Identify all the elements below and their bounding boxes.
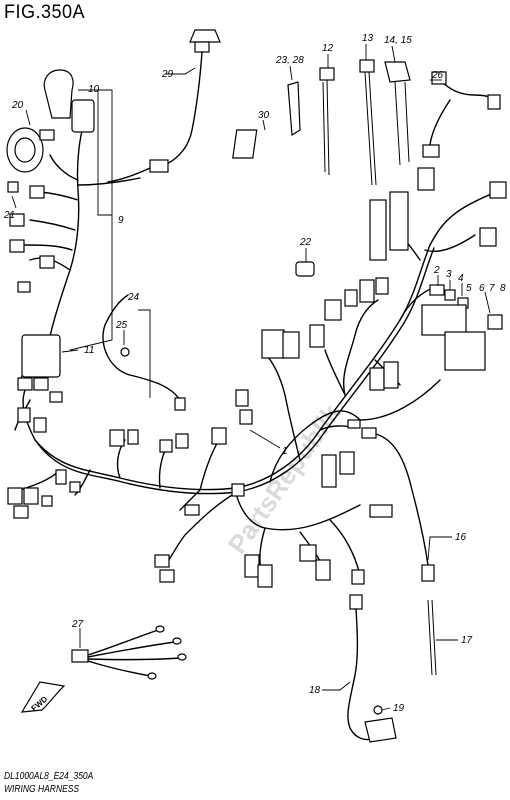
callout-10: 10 [88, 84, 100, 95]
sensor-part-29 [107, 29, 221, 183]
callout-2: 2 [433, 265, 440, 276]
forward-arrow-icon: FWD [20, 681, 66, 713]
callout-4: 4 [458, 273, 464, 284]
lower-connectors [109, 389, 393, 588]
callout-6: 6 [479, 283, 485, 294]
callout-20: 20 [11, 100, 24, 111]
cable-part-16 [361, 427, 435, 582]
sub-harness-part-26 [422, 71, 501, 158]
callout-1: 1 [282, 446, 288, 457]
tie-part-13 [359, 59, 377, 186]
callout-14: 14, 15 [384, 35, 412, 46]
left-plugs [9, 185, 55, 293]
elbow-boot-part-10 [43, 69, 95, 133]
callout-7: 7 [489, 283, 495, 294]
sensor-part-17 [427, 599, 437, 676]
callout-26: 26 [431, 70, 444, 81]
figure-name: WIRING HARNESS [4, 784, 80, 795]
nut-part-21 [7, 181, 19, 193]
cable-part-18 [347, 594, 376, 741]
callout-labels: 1 2 3 4 5 6 7 8 9 10 11 12 13 14, 15 16 … [3, 33, 506, 714]
callout-19: 19 [393, 703, 405, 714]
bracket-part-23-28 [287, 81, 301, 137]
callout-8: 8 [500, 283, 506, 294]
callout-18: 18 [309, 685, 321, 696]
right-connectors [261, 167, 507, 391]
sensor-part-24-25 [102, 294, 186, 411]
grommet-part-22 [295, 261, 315, 277]
callout-17: 17 [461, 635, 473, 646]
leader-lines [11, 44, 491, 711]
callout-3: 3 [446, 269, 452, 280]
callout-13: 13 [362, 33, 374, 44]
callout-29: 29 [161, 69, 174, 80]
callout-27: 27 [71, 619, 84, 630]
clamp-part-14-15 [384, 61, 411, 166]
callout-24: 24 [127, 292, 140, 303]
callout-25: 25 [115, 320, 128, 331]
callout-30: 30 [258, 110, 270, 121]
callout-16: 16 [455, 532, 467, 543]
callout-11: 11 [84, 345, 94, 356]
callout-12: 12 [322, 43, 334, 54]
callout-21: 21 [3, 210, 15, 221]
horn-part-20 [6, 127, 55, 173]
sub-harness-part-27 [71, 625, 187, 680]
clamp-part-12 [319, 67, 335, 176]
callout-22: 22 [299, 237, 312, 248]
junction-box [7, 334, 81, 519]
figure-title: FIG.350A [4, 2, 86, 23]
model-code: DL1000AL8_E24_350A [4, 771, 94, 782]
pad-part-30 [232, 129, 258, 159]
callout-9: 9 [118, 215, 124, 226]
callout-5: 5 [466, 283, 472, 294]
sensor-part-19 [364, 705, 397, 743]
callout-23: 23, 28 [275, 55, 304, 66]
